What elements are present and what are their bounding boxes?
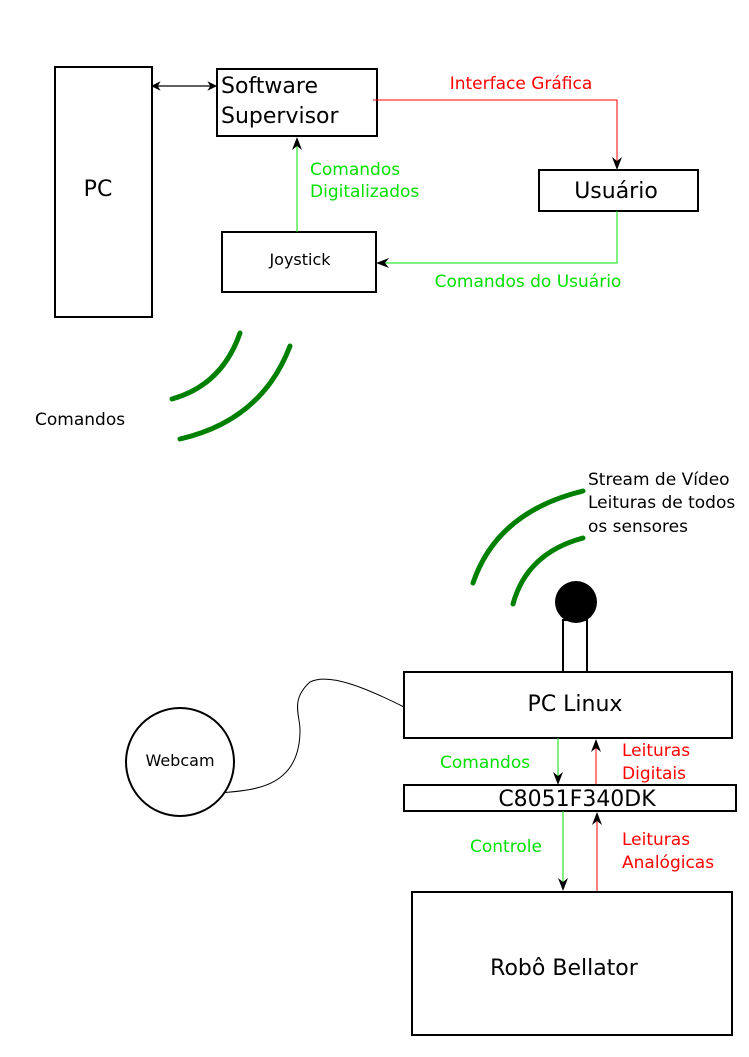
c8051-board-box: [403, 784, 737, 812]
webcam-circle: [125, 707, 235, 817]
software-label-line2: Supervisor: [221, 104, 340, 129]
stream-label-line3: os sensores: [588, 517, 688, 537]
wireless-wave-small-bottom: [510, 535, 586, 607]
leituras-digitais-arrowhead: [591, 739, 601, 752]
interface-grafica-arrow: [373, 99, 618, 166]
interface-grafica-arrowhead: [612, 157, 622, 170]
leituras-digitais-line1: Leituras: [622, 741, 690, 761]
joystick-box: [221, 231, 377, 293]
joystick-label: Joystick: [268, 250, 331, 269]
pc-label: PC: [84, 177, 113, 202]
pc-linux-box: [403, 671, 733, 739]
comandos-board-arrowhead: [553, 772, 563, 785]
leituras-analogicas-line1: Leituras: [622, 830, 690, 850]
pc-linux-label: PC Linux: [528, 692, 623, 717]
pc-box: [54, 66, 153, 318]
comandos-usuario-label: Comandos do Usuário: [435, 272, 622, 292]
comandos-digitalizados-line1: Comandos: [310, 160, 400, 180]
antenna-ball: [555, 581, 597, 623]
robo-bellator-label: Robô Bellator: [490, 956, 639, 981]
comandos-digitalizados-line2: Digitalizados: [310, 182, 419, 202]
comandos-usuario-arrowhead: [376, 258, 389, 268]
wireless-wave-large-top: [177, 343, 293, 442]
wireless-wave-large-bottom: [470, 488, 586, 586]
webcam-label: Webcam: [145, 751, 214, 770]
leituras-analogicas-line2: Analógicas: [622, 853, 714, 873]
antenna-mast: [562, 619, 588, 673]
robo-bellator-box: [411, 891, 733, 1036]
comandos-digitalizados-arrowhead: [292, 137, 302, 150]
controle-arrowhead: [558, 878, 568, 891]
usuario-label: Usuário: [574, 179, 658, 204]
comandos-usuario-arrow: [380, 211, 618, 264]
interface-grafica-label: Interface Gráfica: [450, 74, 593, 94]
leituras-digitais-line2: Digitais: [622, 764, 686, 784]
usuario-box: [538, 169, 699, 212]
stream-label-line1: Stream de Vídeo: [588, 470, 730, 490]
webcam-cable: [219, 678, 405, 794]
wireless-wave-small-top: [169, 330, 243, 402]
comandos-wireless-label: Comandos: [35, 410, 125, 430]
leituras-analogicas-arrowhead: [592, 812, 602, 825]
software-label-line1: Software: [221, 74, 318, 99]
c8051-board-label: C8051F340DK: [498, 787, 656, 812]
comandos-board-label: Comandos: [440, 753, 530, 773]
controle-label: Controle: [470, 837, 542, 857]
software-supervisor-box: [216, 68, 378, 137]
stream-label-line2: Leituras de todos: [588, 493, 735, 513]
